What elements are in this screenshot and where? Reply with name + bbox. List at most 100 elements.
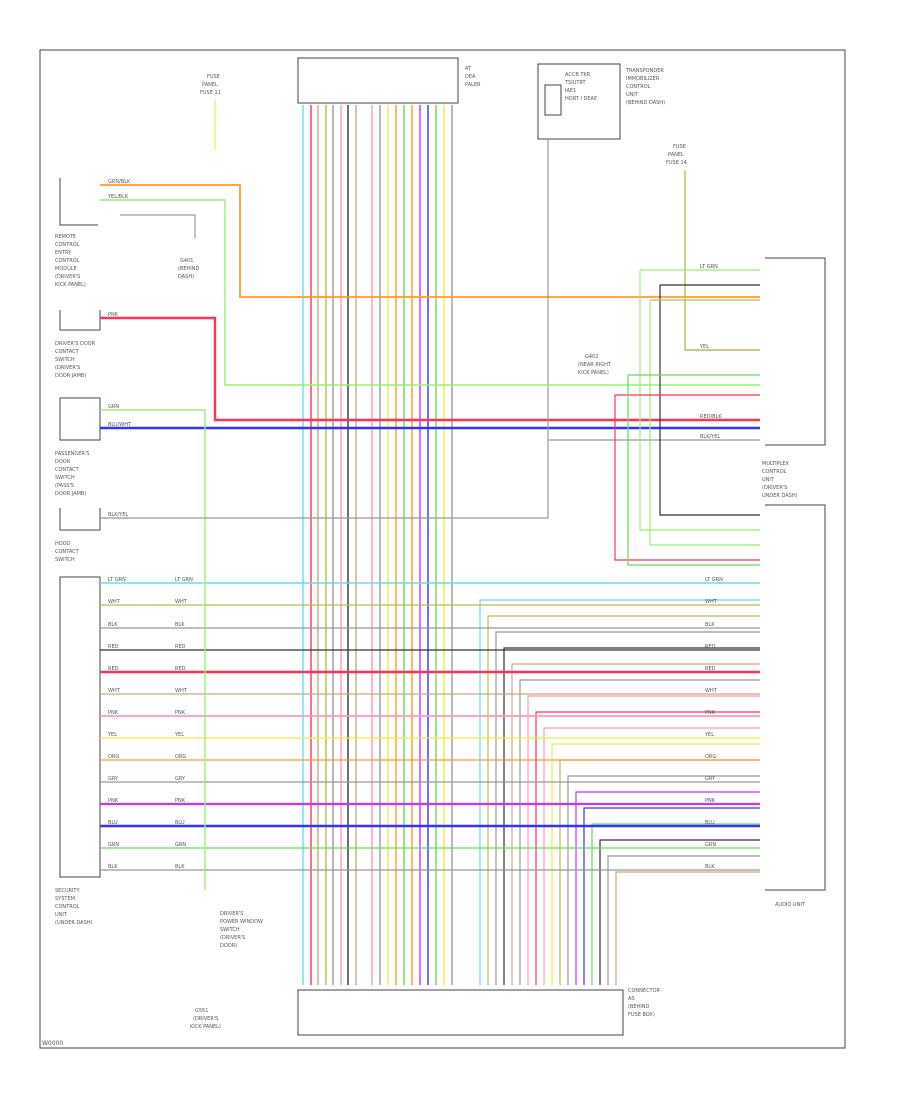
right-unit-upper bbox=[765, 257, 826, 446]
fuse-right-label-2: PANEL bbox=[668, 152, 684, 158]
ground-left-text-3: DASH) bbox=[178, 274, 194, 280]
wire-label-mid-11: BLU bbox=[175, 820, 185, 826]
top-right-module-text-3: IAE1 bbox=[565, 88, 576, 94]
left-module-1-text-2: CONTROL bbox=[55, 242, 80, 248]
left-module-3-text-6: DOOR JAMB) bbox=[55, 491, 86, 497]
right-unit-text-4: (DRIVER'S bbox=[762, 485, 787, 491]
right-unit-text-1: MULTIPLEX bbox=[762, 461, 790, 467]
wire-label-mid-3: RED bbox=[175, 644, 186, 650]
wire-68 bbox=[627, 375, 760, 566]
wire-label-left-5: WHT bbox=[108, 688, 121, 694]
left-module-2-text-5: DOOR JAMB) bbox=[55, 373, 86, 379]
bottom-left-note-5: DOOR) bbox=[220, 943, 237, 949]
left-module-5-text-3: CONTROL bbox=[55, 904, 80, 910]
wire-label-right-9: GRY bbox=[705, 776, 716, 782]
left-module-3-text-5: (PASS'S bbox=[55, 483, 74, 489]
left-module-2-text-2: CONTACT bbox=[55, 349, 80, 355]
left-module-5-text-1: SECURITY bbox=[55, 888, 80, 894]
fuse-label-1: FUSE bbox=[207, 74, 220, 80]
wire-label-top-3: PNK bbox=[108, 312, 119, 318]
wire-label-left-13: BLK bbox=[108, 864, 118, 870]
bottom-ground-text-2: (DRIVER'S bbox=[193, 1016, 218, 1022]
top-connector-label-2: DEA bbox=[465, 74, 476, 80]
wire-label-mid-13: BLK bbox=[175, 864, 185, 870]
wire-19 bbox=[479, 599, 760, 985]
bottom-left-note-1: DRIVER'S bbox=[220, 911, 243, 917]
left-module-5-text-2: SYSTEM bbox=[55, 896, 75, 902]
left-module-3 bbox=[59, 397, 101, 441]
wire-33 bbox=[591, 823, 760, 985]
diagram-border bbox=[39, 49, 846, 1049]
bottom-ground-text-1: G551 bbox=[195, 1008, 208, 1014]
wire-51 bbox=[100, 184, 760, 298]
wire-label-right-4: RED bbox=[705, 666, 716, 672]
wire-label-right-top-4: BLK/YEL bbox=[700, 434, 720, 440]
wire-25 bbox=[527, 695, 760, 985]
wire-label-right-12: GRN bbox=[705, 842, 716, 848]
wire-label-left-1: WHT bbox=[108, 599, 121, 605]
top-right-module-text-2: TSIUTRT bbox=[564, 80, 587, 86]
top-connector-label-1: AT bbox=[465, 66, 472, 72]
bottom-left-note-4: (DRIVER'S bbox=[220, 935, 245, 941]
wire-label-right-6: PNK bbox=[705, 710, 716, 716]
wire-21 bbox=[495, 631, 760, 985]
wire-label-left-9: GRY bbox=[108, 776, 119, 782]
wire-label-mid-5: WHT bbox=[175, 688, 188, 694]
left-module-3-text-2: DOOR bbox=[55, 459, 71, 465]
wire-label-right-0: LT GRN bbox=[705, 577, 723, 583]
wire-label-mid-7: YEL bbox=[174, 732, 184, 738]
wire-64 bbox=[649, 300, 760, 546]
wire-30 bbox=[567, 775, 760, 985]
ground-right-text-3: KICK PANEL) bbox=[578, 370, 609, 376]
top-right-module-text-4: HORT I DEAE bbox=[565, 96, 597, 102]
top-right-side-text-2: IMMOBILIZER bbox=[626, 76, 660, 82]
wire-26 bbox=[535, 711, 760, 985]
ground-left-text-2: (BEHIND bbox=[178, 266, 200, 272]
wire-55 bbox=[100, 140, 549, 519]
left-module-1-text-1: REMOTE bbox=[55, 234, 76, 240]
wire-label-top-2: YEL/BLK bbox=[107, 194, 129, 200]
wire-label-right-8: ORG bbox=[705, 754, 716, 760]
top-right-side-text-1: TRANSPONDER bbox=[625, 68, 664, 74]
left-module-5-text-5: (UNDER DASH) bbox=[55, 920, 93, 926]
wire-label-right-11: BLU bbox=[705, 820, 715, 826]
top-right-side-text-5: (BEHIND DASH) bbox=[626, 100, 665, 106]
wire-label-right-5: WHT bbox=[705, 688, 718, 694]
wire-label-mid-12: GRN bbox=[175, 842, 186, 848]
wire-label-right-2: BLK bbox=[705, 622, 715, 628]
left-module-2-text-3: SWITCH bbox=[55, 357, 75, 363]
wire-27 bbox=[543, 727, 760, 985]
wire-label-right-top-1: LT GRN bbox=[700, 264, 718, 270]
bottom-left-note-3: SWITCH bbox=[220, 927, 240, 933]
wire-31 bbox=[575, 791, 760, 985]
top-connector-label-3: PALER bbox=[465, 82, 481, 88]
left-module-1-text-4: CONTROL bbox=[55, 258, 80, 264]
fuse-right-label-3: FUSE 14 bbox=[666, 160, 687, 166]
right-unit-text-5: UNDER DASH) bbox=[762, 493, 798, 499]
wire-label-right-7: YEL bbox=[704, 732, 714, 738]
top-right-module-text-1: ACCB TKR bbox=[565, 72, 591, 78]
wire-label-right-13: BLK bbox=[705, 864, 715, 870]
diagram-id: W0000 bbox=[42, 1040, 63, 1047]
left-module-3-text-1: PASSENGER'S bbox=[55, 451, 89, 457]
bottom-connector-text-3: (BEHIND bbox=[628, 1004, 650, 1010]
left-module-4-text-3: SWITCH bbox=[55, 557, 75, 563]
wire-label-mid-1: WHT bbox=[175, 599, 188, 605]
wire-label-mid-0: LT GRN bbox=[175, 577, 193, 583]
wire-label-left-0: LT GRN bbox=[108, 577, 126, 583]
ground-right-text-2: (NEAR RIGHT bbox=[578, 362, 612, 368]
wire-28 bbox=[551, 743, 760, 985]
right-unit-lower bbox=[765, 504, 826, 891]
wire-32 bbox=[583, 807, 760, 985]
wire-label-right-3: RED bbox=[705, 644, 716, 650]
bottom-left-note-2: POWER WINDOW bbox=[220, 919, 263, 925]
left-module-5 bbox=[59, 576, 101, 878]
wire-23 bbox=[511, 663, 760, 985]
left-module-3-text-3: CONTACT bbox=[55, 467, 80, 473]
fuse-label-2: PANEL bbox=[202, 82, 218, 88]
bottom-ground-text-3: KICK PANEL) bbox=[190, 1024, 221, 1030]
wire-label-top-4: GRN bbox=[108, 404, 119, 410]
top-right-module bbox=[537, 63, 621, 140]
left-module-2-text-4: (DRIVER'S bbox=[55, 365, 80, 371]
